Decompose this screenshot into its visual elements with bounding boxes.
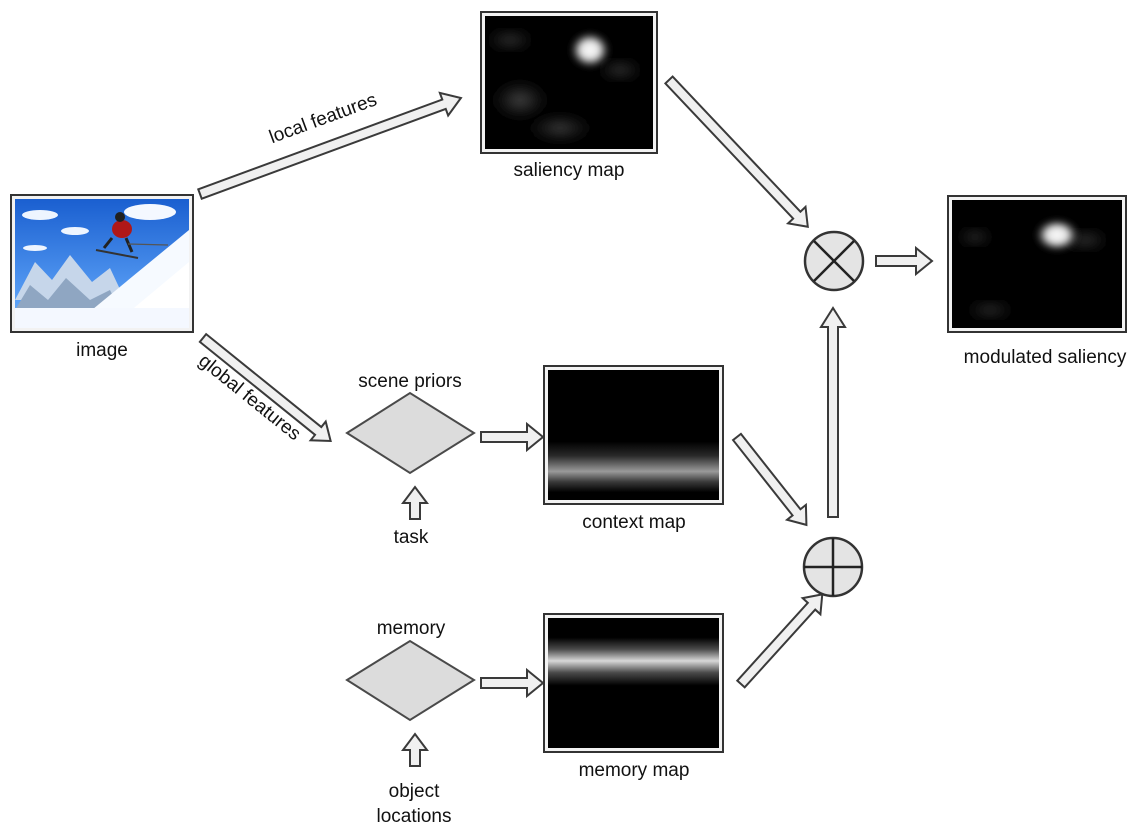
scene-to-context-arrow — [480, 421, 545, 453]
memory-to-add-arrow — [735, 593, 824, 689]
context-map — [543, 365, 724, 505]
add-operator — [802, 536, 864, 598]
add-to-multiply-arrow — [819, 306, 847, 518]
memory-label: memory — [377, 618, 446, 639]
object-locations-label-line1: object — [389, 781, 440, 802]
multiply-to-modulated-arrow — [875, 245, 934, 277]
memory-map — [543, 613, 724, 753]
modulated-saliency-map — [947, 195, 1127, 333]
modulated-saliency-label: modulated saliency — [964, 347, 1127, 368]
input-image — [10, 194, 194, 333]
scene-priors-label: scene priors — [358, 371, 462, 392]
global-features-label: global features — [194, 350, 304, 445]
task-arrow — [401, 485, 429, 520]
object-locations-arrow — [401, 732, 429, 767]
memory-diamond — [345, 639, 476, 722]
image-label: image — [76, 340, 128, 361]
saliency-to-multiply-arrow — [663, 75, 809, 228]
task-label: task — [394, 527, 429, 548]
memory-map-label: memory map — [579, 760, 690, 781]
multiply-operator — [803, 230, 865, 292]
context-to-add-arrow — [731, 432, 808, 527]
context-map-label: context map — [582, 512, 686, 533]
global-features-arrow — [198, 332, 332, 443]
memory-to-memorymap-arrow — [480, 667, 545, 699]
local-features-arrow — [196, 91, 463, 200]
scene-priors-diamond — [345, 391, 476, 475]
saliency-map-label: saliency map — [514, 160, 625, 181]
object-locations-label-line2: locations — [377, 806, 452, 827]
saliency-map — [480, 11, 658, 154]
